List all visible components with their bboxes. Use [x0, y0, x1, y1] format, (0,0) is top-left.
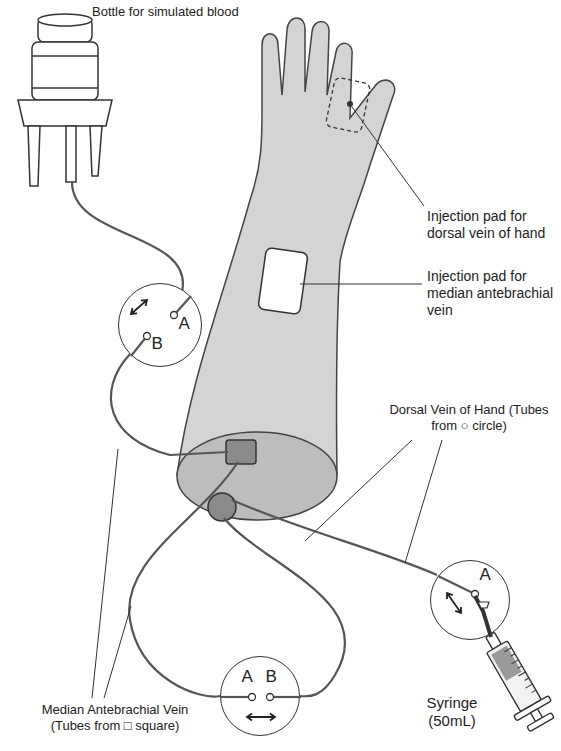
part-label: Bottle for simulated blood — [92, 4, 260, 20]
part-label: Median Antebrachial Vein (Tubes from □ s… — [30, 702, 200, 734]
connector-letter: A — [178, 315, 189, 333]
callout-circle: AB — [220, 656, 300, 736]
connector-letter: A — [479, 566, 490, 584]
part-label: Dorsal Vein of Hand (Tubes from ○ circle… — [384, 402, 554, 434]
connector-detail — [221, 657, 301, 737]
connector-letter: B — [151, 335, 162, 353]
bottle — [18, 14, 112, 186]
connector-detail — [119, 284, 203, 368]
callout-circle: A — [430, 560, 510, 640]
dorsal-injection-pad — [325, 77, 371, 133]
callout-circle: AB — [118, 283, 202, 367]
part-label: Syringe (50mL) — [412, 694, 492, 730]
arm — [177, 18, 395, 475]
square-port — [226, 440, 256, 464]
pad-dot — [347, 101, 353, 107]
circle-port — [208, 493, 236, 521]
syringe — [473, 625, 560, 735]
connector-letter: B — [265, 668, 276, 686]
connector-detail — [431, 561, 511, 641]
part-label: Injection pad for dorsal vein of hand — [427, 208, 557, 242]
part-label: Injection pad for median antebrachial ve… — [427, 268, 557, 319]
connector-letter: A — [241, 668, 252, 686]
median-injection-pad — [258, 247, 308, 314]
